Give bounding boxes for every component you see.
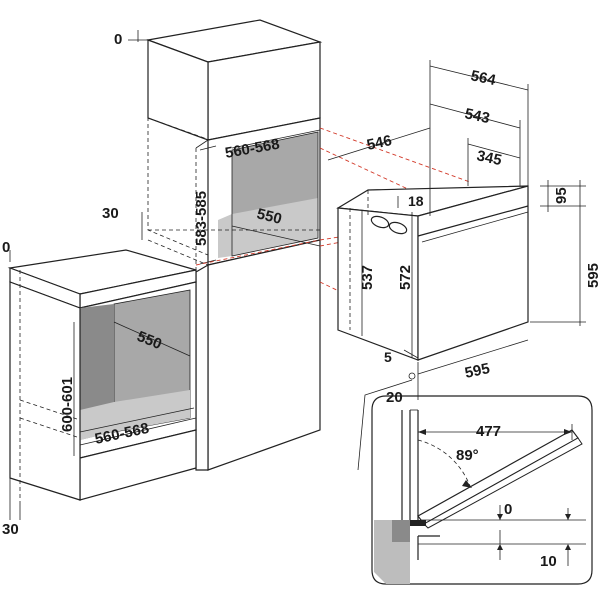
door-open-depth-label: 477	[476, 423, 501, 440]
tall-opening-height-label: 583-585	[193, 191, 210, 246]
oven-bottom-gap-label: 5	[384, 349, 392, 365]
oven-body-height-b-label: 572	[397, 265, 414, 290]
tall-vent-label: 30	[102, 205, 119, 222]
tall-cabinet	[128, 19, 323, 471]
door-gap-top-label: 0	[504, 501, 512, 518]
base-vent-label: 30	[2, 521, 19, 538]
tall-depth-label: 550	[255, 205, 283, 228]
base-cabinet	[7, 249, 197, 520]
door-angle-label: 89°	[456, 447, 479, 464]
oven-depth-body-label: 543	[463, 105, 491, 127]
base-opening-height-label: 600-601	[59, 377, 76, 432]
oven-depth-recess-label: 345	[475, 147, 503, 169]
oven-front-offset-label: 20	[386, 389, 403, 406]
door-gap-bottom-label: 10	[540, 553, 557, 570]
oven-body-height-a-label: 537	[359, 265, 376, 290]
oven-panel-height-label: 95	[553, 187, 570, 204]
oven-depth-side-label: 546	[365, 132, 393, 154]
door-detail-inset	[357, 379, 593, 585]
oven-total-height-label: 595	[585, 263, 600, 288]
oven-width-label: 595	[463, 360, 491, 382]
oven-depth-total-label: 564	[469, 67, 498, 89]
oven-unit	[327, 60, 586, 400]
oven-top-gap-label: 18	[408, 193, 424, 209]
base-top-offset-label: 0	[2, 239, 10, 256]
tall-top-offset-label: 0	[114, 31, 122, 48]
